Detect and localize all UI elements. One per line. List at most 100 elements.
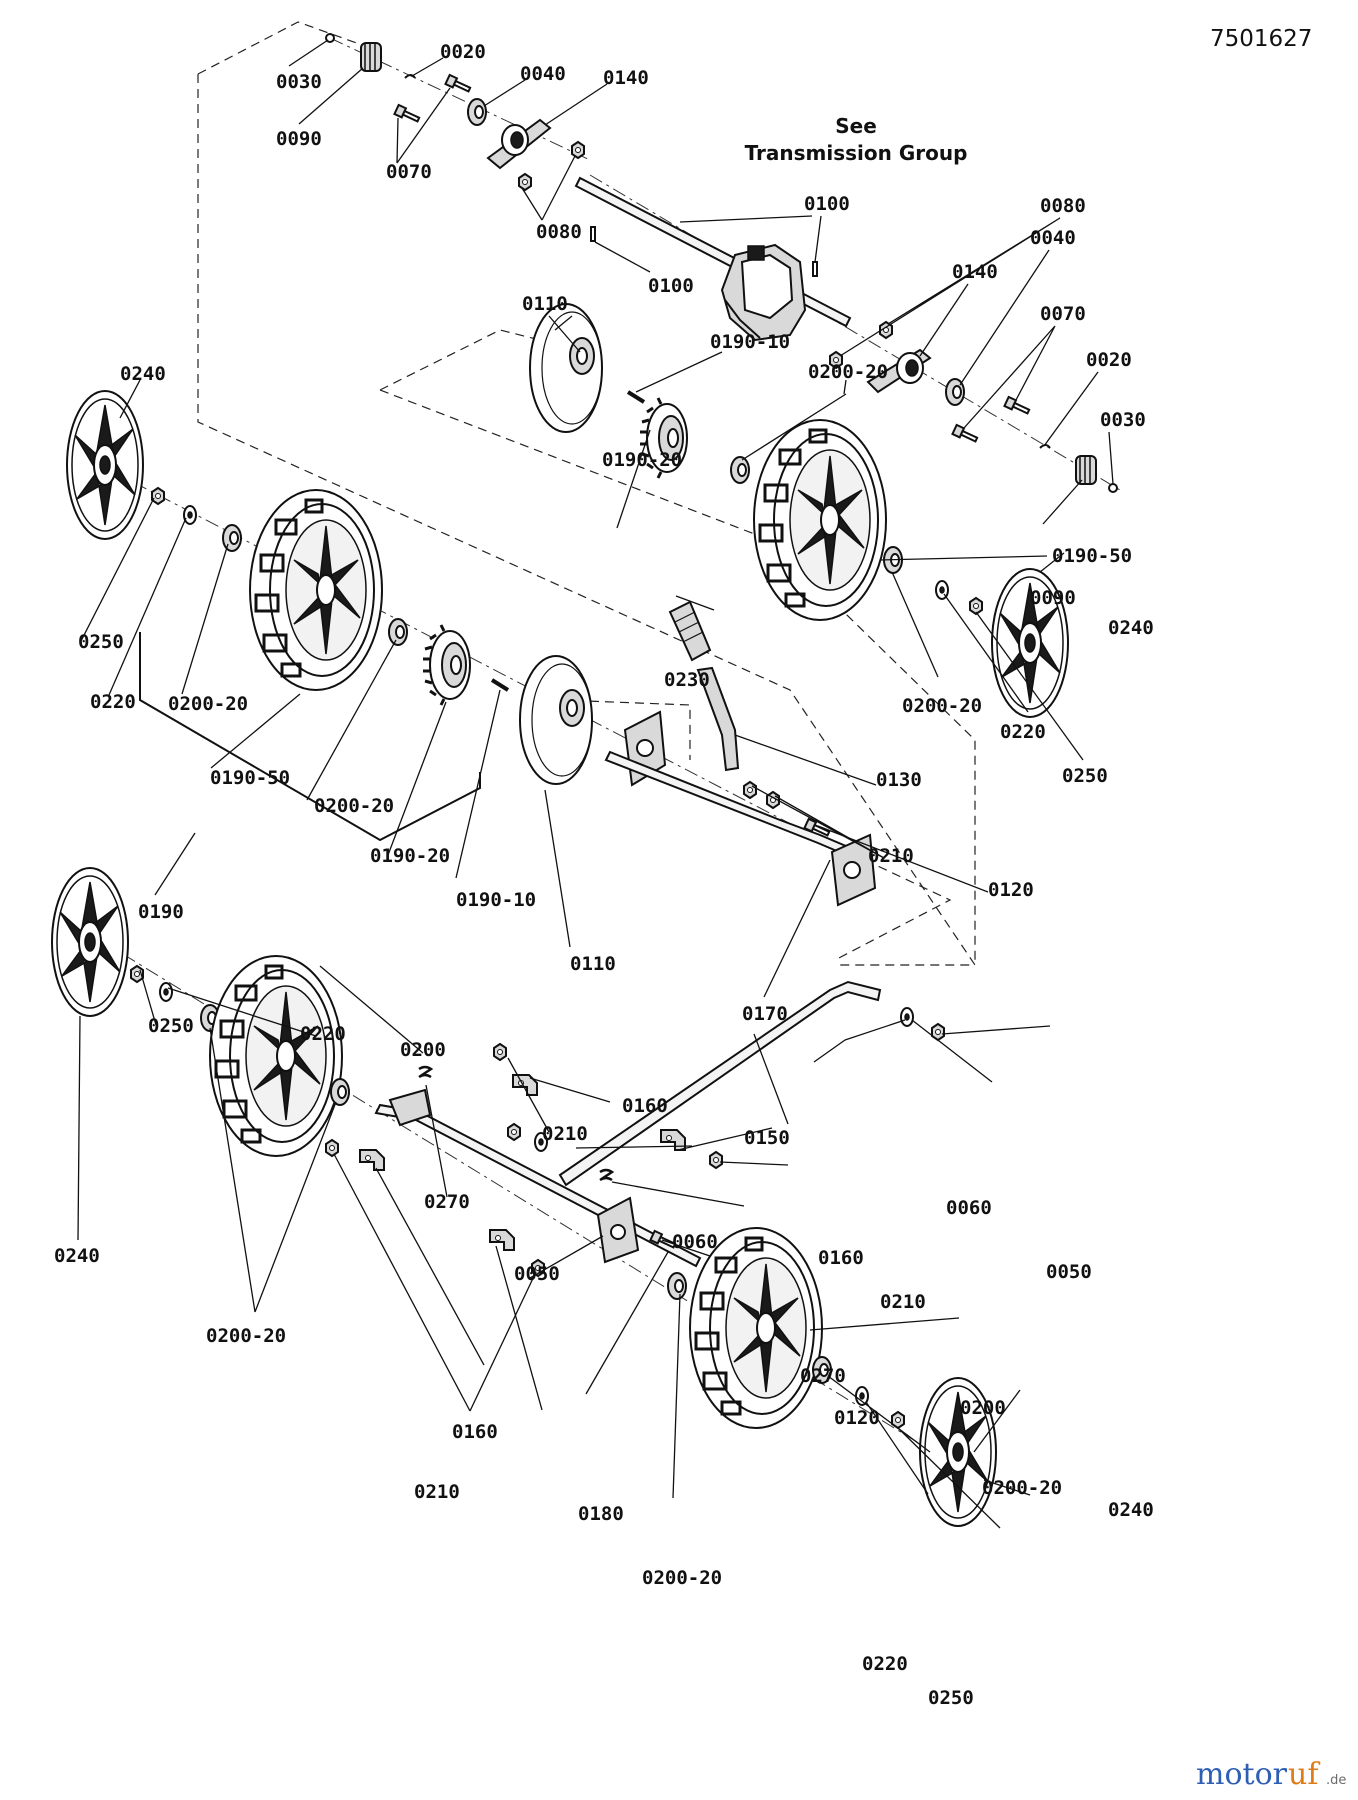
label-0190-20-lower: 0190-20	[370, 845, 450, 867]
label-0100-right: 0100	[804, 193, 850, 215]
bracket-0190	[139, 632, 481, 842]
retaining-ring-0030-right	[1108, 483, 1118, 493]
label-0200-20-lower-left: 0200-20	[206, 1325, 286, 1347]
hubcap-0240-lower-left	[51, 867, 129, 1017]
wheel-0200-lower-right	[688, 1226, 824, 1430]
disc-0110-lower	[519, 655, 593, 785]
bolt-0070-left-upper	[444, 73, 473, 96]
dashed-group-outline-bracket	[559, 699, 691, 760]
bearing-bracket-0140-right	[866, 348, 932, 394]
label-0090-right: 0090	[1030, 587, 1076, 609]
motoruf-watermark: motor uf .de	[1196, 1757, 1346, 1792]
dashed-group-outline-center	[379, 389, 976, 965]
label-0180: 0180	[578, 1503, 624, 1525]
nut-0050-a	[507, 1123, 521, 1141]
label-0190-20-upper: 0190-20	[602, 449, 682, 471]
label-0160-a: 0160	[622, 1095, 668, 1117]
mounting-plate-right	[830, 833, 877, 907]
screw-0210-lever-a	[743, 781, 757, 799]
label-0220-lower-right: 0220	[862, 1653, 908, 1675]
label-0080-top: 0080	[536, 221, 582, 243]
label-0250-lower-left: 0250	[148, 1015, 194, 1037]
label-0210-lever: 0210	[868, 845, 914, 867]
label-0240-lower-left: 0240	[54, 1245, 100, 1267]
washer-0060-b	[900, 1007, 914, 1027]
rear-axle-0180	[374, 1088, 702, 1268]
washer-0220-lower-left	[159, 982, 173, 1002]
bushing-0200-20-upper-a	[730, 456, 750, 484]
label-0110-upper: 0110	[522, 293, 568, 315]
transmission-gearbox	[720, 243, 807, 342]
bushing-0200-20-upper-left-a	[222, 524, 242, 552]
label-0230: 0230	[664, 669, 710, 691]
label-0080-right: 0080	[1040, 195, 1086, 217]
label-0140-right: 0140	[952, 261, 998, 283]
label-0150: 0150	[744, 1127, 790, 1149]
label-0110-lower: 0110	[570, 953, 616, 975]
leader-lines	[77, 39, 1114, 1529]
nut-0080-left-a	[571, 141, 585, 159]
label-0190-10-upper: 0190-10	[710, 331, 790, 353]
label-0200-20-upper: 0200-20	[808, 361, 888, 383]
bolt-0070-right-upper	[1003, 395, 1032, 418]
label-0160-b: 0160	[818, 1247, 864, 1269]
clip-0020-left	[404, 74, 416, 79]
watermark-tld: .de	[1326, 1773, 1346, 1788]
label-0240-upper-right: 0240	[1108, 617, 1154, 639]
screw-0210-b	[709, 1151, 723, 1169]
callout-labels: 0030 0020 0040 0140 0090 0070 0080 0100 …	[54, 41, 1154, 1709]
label-0220-upper-right: 0220	[1000, 721, 1046, 743]
label-0250-upper-left: 0250	[78, 631, 124, 653]
label-0270-right: 0270	[800, 1365, 846, 1387]
label-0120-lower: 0120	[834, 1407, 880, 1429]
bolt-0070-right-lower	[951, 423, 980, 446]
label-0200-20-upper-right-b: 0200-20	[902, 695, 982, 717]
label-0200-20-upper-left-b: 0200-20	[314, 795, 394, 817]
label-0270-left: 0270	[424, 1191, 470, 1213]
nut-0250-upper-left	[151, 487, 165, 505]
nut-0250-upper-right	[969, 597, 983, 615]
pin-0100-right	[812, 261, 818, 277]
label-0190-10-lower: 0190-10	[456, 889, 536, 911]
label-0040-right: 0040	[1030, 227, 1076, 249]
label-0170: 0170	[742, 1003, 788, 1025]
label-0070-top: 0070	[386, 161, 432, 183]
label-0030-top: 0030	[276, 71, 322, 93]
label-0240-lower-right: 0240	[1108, 1499, 1154, 1521]
label-0250-upper-right: 0250	[1062, 765, 1108, 787]
nut-0080-left-b	[518, 173, 532, 191]
wheel-0190-50-lower	[248, 488, 384, 692]
spring-pin-0190-10-lower	[490, 678, 510, 692]
dashed-group-outline-top	[197, 21, 366, 75]
bushing-0040-left	[467, 98, 487, 126]
washer-0220-upper-left	[183, 505, 197, 525]
document-number: 7501627	[1210, 26, 1312, 52]
label-0120-upper: 0120	[988, 879, 1034, 901]
label-0060-right: 0060	[946, 1197, 992, 1219]
label-0020-top: 0020	[440, 41, 486, 63]
spring-pin-0190-10-upper	[626, 390, 646, 404]
bushing-0200-20-lower-right-a	[667, 1272, 687, 1300]
watermark-brand-prefix: motor	[1196, 1757, 1288, 1792]
label-0200-20-lower-right-a: 0200-20	[642, 1567, 722, 1589]
clip-0160-c	[359, 1149, 385, 1171]
label-0190-50-upper: 0190-50	[1052, 545, 1132, 567]
height-rod-0150	[558, 980, 882, 1187]
axis-upper-left	[109, 469, 861, 861]
bushing-0200-20-lower-left-b	[330, 1078, 350, 1106]
wheel-0190-50-upper	[752, 418, 888, 622]
label-0220-lower-left: 0220	[300, 1023, 346, 1045]
dashed-group-outline-right	[834, 859, 952, 961]
clip-0160-d	[489, 1229, 515, 1251]
label-0030-right: 0030	[1100, 409, 1146, 431]
label-0250-lower-right: 0250	[928, 1687, 974, 1709]
disc-0110-upper	[529, 303, 603, 433]
label-0100-left: 0100	[648, 275, 694, 297]
lever-grip-0230	[668, 600, 712, 662]
label-0060-left: 0060	[672, 1231, 718, 1253]
spring-0270-left	[418, 1065, 434, 1079]
pinion-gear-0090-left	[360, 42, 382, 72]
dashed-group-outline-left	[197, 74, 977, 966]
bushing-0200-20-upper-left-b	[388, 618, 408, 646]
